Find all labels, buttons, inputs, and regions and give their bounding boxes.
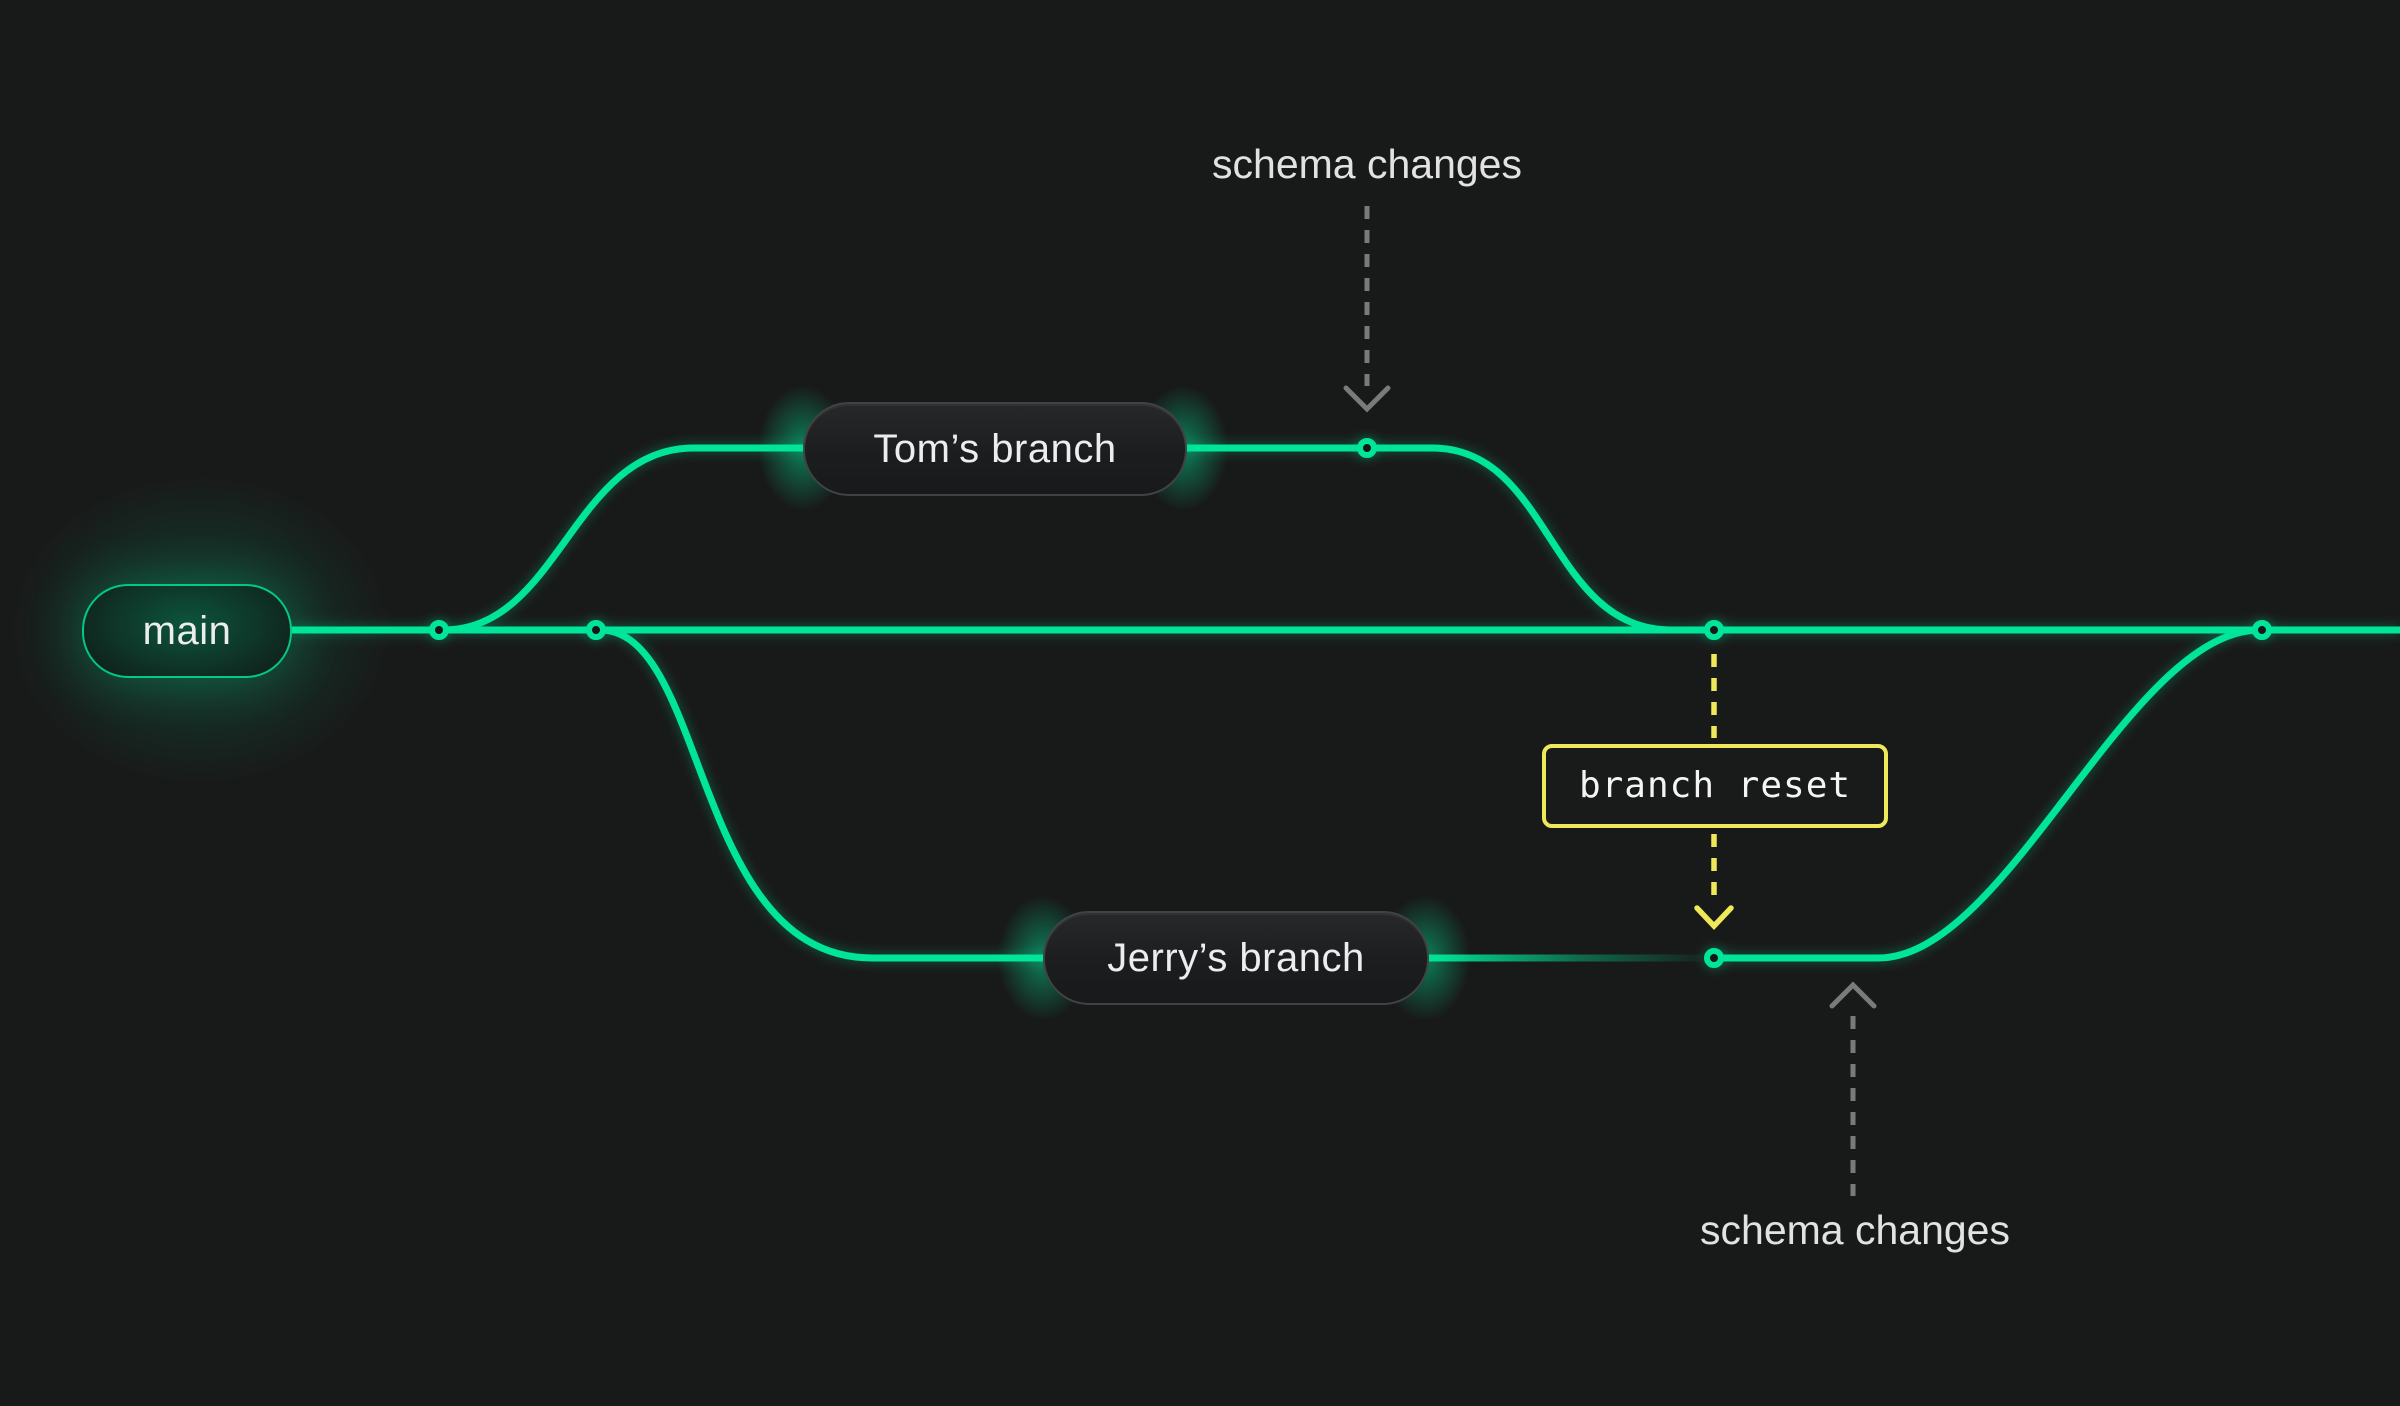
schema-changes-annotation-top: schema changes [1212,141,1522,187]
gray-arrow-bottom [1829,981,1877,1196]
commit-node-tom-schema-change [1357,438,1377,458]
tom-branch-merge-line [1183,444,1673,634]
branch-reset-label: branch reset [1578,765,1852,806]
commit-node-main-merge [2252,620,2272,640]
schema-changes-annotation-bottom: schema changes [1700,1207,2010,1253]
branch-reset-badge: branch reset [1542,744,1888,828]
jerry-branch-label: Jerry’s branch [1107,936,1365,980]
jerry-branch-fork-line [599,626,1043,962]
arrow-up-icon [1829,981,1877,1009]
commit-node-main-2 [586,620,606,640]
branch-reset-arrow [1694,654,1734,931]
commit-node-jerry-reset-target [1704,948,1724,968]
jerry-branch-merge-line [1714,626,2261,962]
gray-arrow-top [1343,206,1391,413]
tom-branch-pill: Tom’s branch [803,402,1187,496]
arrow-down-icon [1343,385,1391,413]
commit-node-main-1 [429,620,449,640]
tom-branch-fork-line [442,444,803,634]
tom-branch-label: Tom’s branch [873,427,1117,471]
main-branch-label: main [142,609,232,653]
jerry-branch-pill: Jerry’s branch [1043,911,1429,1005]
main-branch-pill: main [82,584,292,678]
commit-node-main-reset-source [1704,620,1724,640]
arrow-down-yellow-icon [1694,905,1734,931]
